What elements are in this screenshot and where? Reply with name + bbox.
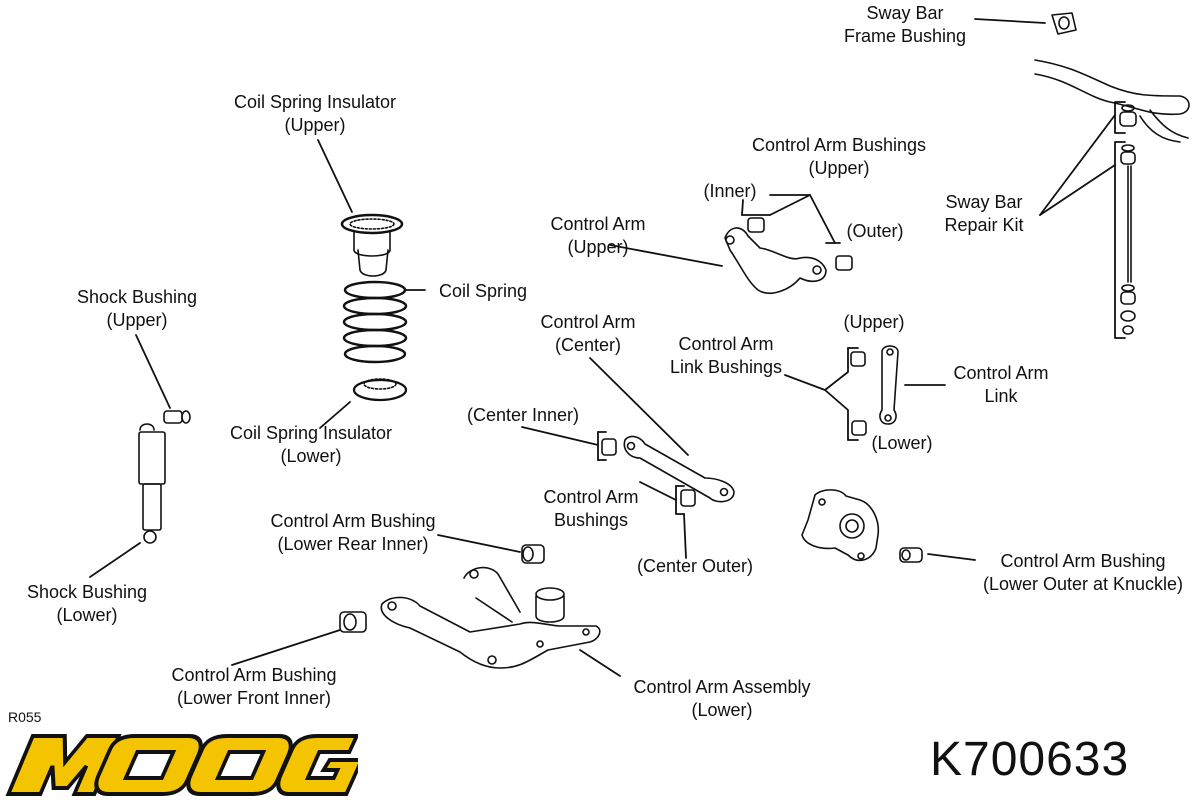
- label-center-outer: (Center Outer): [636, 556, 754, 576]
- label-control-arm-bushing-lower-outer-knuckle: Control Arm Bushing (Lower Outer at Knuc…: [982, 551, 1184, 594]
- label-control-arm-link: Control Arm Link: [953, 363, 1049, 406]
- label-inner: (Inner): [703, 181, 757, 201]
- reference-code: R055: [8, 709, 42, 725]
- shock-absorber-illustration: [138, 410, 191, 544]
- label-center-inner: (Center Inner): [466, 405, 580, 425]
- label-coil-spring: Coil Spring: [438, 281, 528, 301]
- sway-bar-end-link-illustration: [1119, 104, 1137, 335]
- moog-logo: [5, 734, 358, 796]
- control-arm-link-illustration: [850, 345, 899, 436]
- label-control-arm-bushing-lower-front-inner: Control Arm Bushing (Lower Front Inner): [171, 665, 337, 708]
- label-sway-bar-frame-bushing: Sway Bar Frame Bushing: [843, 3, 967, 46]
- label-control-arm-bushings-upper: Control Arm Bushings (Upper): [751, 135, 927, 178]
- part-number: K700633: [930, 733, 1130, 786]
- label-shock-bushing-lower: Shock Bushing (Lower): [26, 582, 148, 625]
- coil-spring-illustration: [340, 213, 408, 402]
- label-control-arm-bushing-lower-rear-inner: Control Arm Bushing (Lower Rear Inner): [270, 511, 436, 554]
- label-shock-bushing-upper: Shock Bushing (Upper): [76, 287, 198, 330]
- label-control-arm-upper: Control Arm (Upper): [550, 214, 646, 257]
- label-link-upper: (Upper): [843, 312, 905, 332]
- label-coil-spring-insulator-upper: Coil Spring Insulator (Upper): [233, 92, 397, 135]
- label-control-arm-assembly-lower: Control Arm Assembly (Lower): [633, 677, 811, 720]
- label-control-arm-bushings-center: Control Arm Bushings: [543, 487, 639, 530]
- upper-control-arm-illustration: [724, 217, 853, 294]
- label-link-lower: (Lower): [871, 433, 933, 453]
- label-coil-spring-insulator-lower: Coil Spring Insulator (Lower): [229, 423, 393, 466]
- label-control-arm-center: Control Arm (Center): [540, 312, 636, 355]
- sway-bar-illustration: [1034, 12, 1190, 143]
- lower-control-arm-illustration: [339, 544, 601, 669]
- knuckle-illustration: [801, 489, 923, 563]
- label-sway-bar-repair-kit: Sway Bar Repair Kit: [944, 192, 1024, 235]
- center-control-arm-illustration: [601, 435, 735, 507]
- label-outer: (Outer): [846, 221, 904, 241]
- label-control-arm-link-bushings: Control Arm Link Bushings: [669, 334, 783, 377]
- leader-lines: [89, 18, 1126, 677]
